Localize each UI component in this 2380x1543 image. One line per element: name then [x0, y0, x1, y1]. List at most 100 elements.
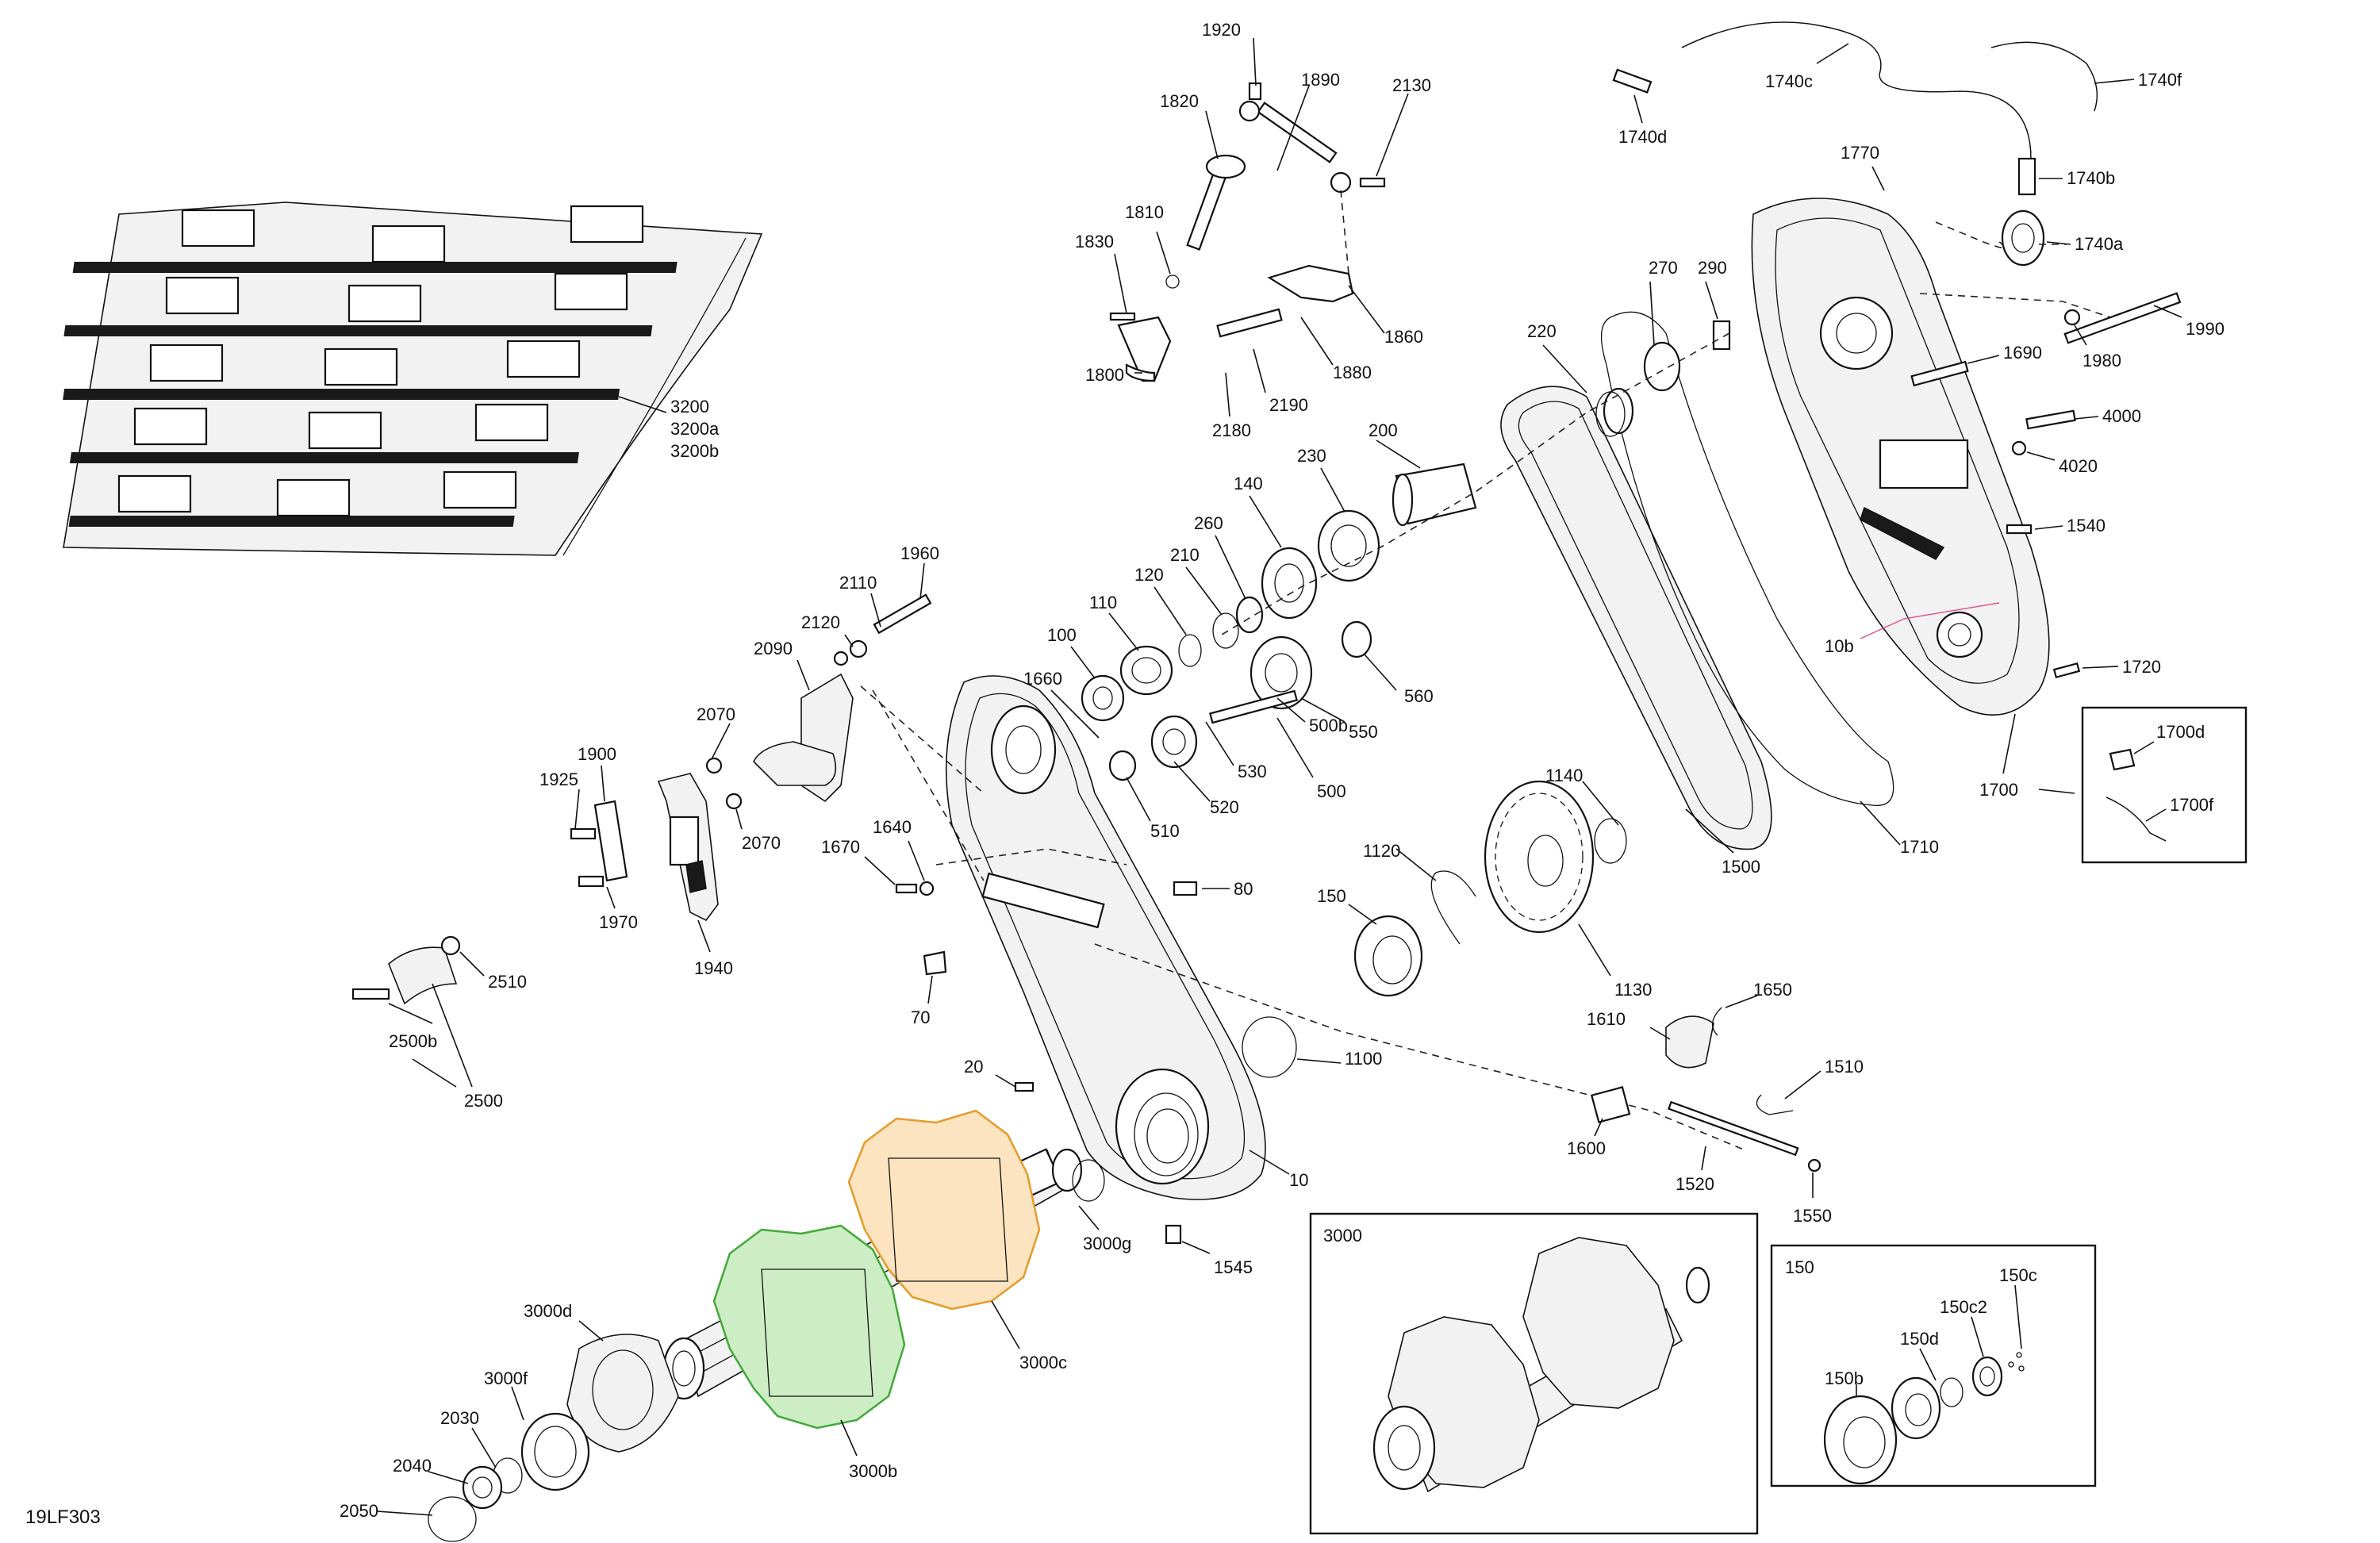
callout-1700d: 1700d [2156, 722, 2205, 742]
upper-shaft-parts [1081, 320, 1731, 781]
callout-200: 200 [1368, 420, 1398, 440]
chaincase-cover [1751, 198, 2050, 716]
callout-1925: 1925 [539, 770, 578, 789]
inset-box-1700 [2081, 706, 2248, 864]
callout-1770: 1770 [1841, 143, 1879, 163]
callout-2120: 2120 [801, 612, 840, 632]
callout-2180: 2180 [1212, 420, 1251, 440]
callout-1900: 1900 [578, 744, 616, 764]
callout-150d: 150d [1900, 1329, 1939, 1349]
callout-1740d: 1740d [1618, 127, 1667, 147]
cover-gasket [1600, 311, 1894, 806]
callout-1650: 1650 [1753, 980, 1792, 1000]
callout-1740c: 1740c [1765, 71, 1813, 91]
callout-530: 530 [1238, 762, 1267, 781]
callout-270: 270 [1649, 258, 1678, 278]
callout-2190: 2190 [1269, 395, 1308, 415]
callout-1740b: 1740b [2067, 168, 2115, 188]
oil-line-assembly [1612, 21, 2098, 267]
callout-1600: 1600 [1567, 1138, 1606, 1158]
callout-150b: 150b [1825, 1368, 1864, 1388]
callout-3000f: 3000f [484, 1368, 528, 1388]
callout-1740a: 1740a [2075, 234, 2124, 254]
inset-box-150 [1770, 1244, 2097, 1487]
callout-100: 100 [1047, 625, 1077, 645]
callout-520: 520 [1210, 797, 1239, 817]
callout-1880: 1880 [1333, 363, 1372, 382]
callout-1720: 1720 [2122, 657, 2161, 677]
callout-4020: 4020 [2059, 456, 2098, 476]
callout-1140: 1140 [1545, 766, 1583, 785]
callout-70: 70 [911, 1008, 930, 1027]
callout-110: 110 [1089, 593, 1117, 612]
callout-230: 230 [1297, 446, 1326, 466]
inset-3000-title: 3000 [1323, 1226, 1362, 1246]
callout-290: 290 [1698, 258, 1727, 278]
callout-3000b: 3000b [849, 1461, 897, 1481]
callout-150c: 150c [1999, 1265, 2037, 1285]
callout-1860: 1860 [1384, 327, 1423, 347]
brake-assembly [570, 593, 932, 922]
callout-10b: 10b [1825, 636, 1854, 656]
callout-2500b: 2500b [389, 1031, 437, 1051]
callout-3200b: 3200b [670, 441, 719, 461]
drive-axle-assembly [428, 1109, 1105, 1542]
callout-1120: 1120 [1363, 841, 1400, 861]
callout-1130: 1130 [1614, 980, 1652, 1000]
callout-210: 210 [1170, 545, 1200, 565]
callout-20: 20 [964, 1057, 983, 1077]
callout-1690: 1690 [2003, 343, 2042, 363]
callout-2070b: 2070 [742, 833, 781, 853]
callout-2110: 2110 [839, 573, 877, 593]
callout-2070a: 2070 [697, 704, 735, 724]
callout-1830: 1830 [1075, 232, 1114, 251]
callout-260: 260 [1194, 513, 1223, 533]
callout-1545: 1545 [1214, 1257, 1253, 1277]
callout-1100: 1100 [1345, 1049, 1382, 1069]
callout-1990: 1990 [2186, 319, 2225, 339]
lower-gear-parts [1242, 780, 1821, 1173]
callout-2500: 2500 [464, 1091, 503, 1111]
callout-10: 10 [1289, 1170, 1308, 1190]
callout-120: 120 [1134, 565, 1164, 585]
callout-1640: 1640 [873, 817, 912, 837]
shift-linkage-assembly [1109, 82, 1386, 382]
callout-1740f: 1740f [2138, 70, 2182, 90]
callout-220: 220 [1527, 321, 1557, 341]
drive-chain [1500, 386, 1772, 850]
callout-3200a: 3200a [670, 419, 720, 439]
callout-2090: 2090 [754, 639, 793, 658]
callout-80: 80 [1234, 879, 1253, 899]
callout-1500: 1500 [1722, 857, 1760, 877]
callout-550: 550 [1349, 722, 1378, 742]
callout-500b: 500b [1309, 716, 1348, 735]
bracket-2500 [351, 935, 461, 1005]
figure-code: 19LF303 [25, 1507, 101, 1528]
callout-1810: 1810 [1125, 202, 1164, 222]
callout-1540: 1540 [2067, 516, 2106, 535]
callout-510: 510 [1150, 821, 1180, 841]
callout-1510: 1510 [1825, 1057, 1864, 1077]
callout-150: 150 [1317, 886, 1346, 906]
callout-1710: 1710 [1900, 837, 1939, 857]
callout-1520: 1520 [1676, 1174, 1714, 1194]
callout-1970: 1970 [599, 912, 638, 932]
callout-560: 560 [1404, 686, 1434, 706]
callout-2510: 2510 [488, 972, 527, 992]
callout-3000c: 3000c [1019, 1353, 1067, 1372]
inset-150-bearing [1823, 1352, 2025, 1485]
callout-1960: 1960 [900, 543, 939, 563]
callout-3000d: 3000d [524, 1301, 572, 1321]
callout-500: 500 [1317, 781, 1346, 801]
callout-4000: 4000 [2102, 406, 2141, 426]
callout-1610: 1610 [1587, 1009, 1626, 1029]
callout-1670: 1670 [821, 837, 860, 857]
inset-box-3000 [1309, 1212, 1759, 1535]
chaincase-housing [945, 675, 1266, 1200]
callout-1820: 1820 [1160, 91, 1199, 111]
track-illustration [63, 202, 763, 556]
callout-1700f: 1700f [2170, 795, 2214, 815]
callout-150c2: 150c2 [1940, 1297, 1987, 1317]
callout-1940: 1940 [694, 958, 733, 978]
